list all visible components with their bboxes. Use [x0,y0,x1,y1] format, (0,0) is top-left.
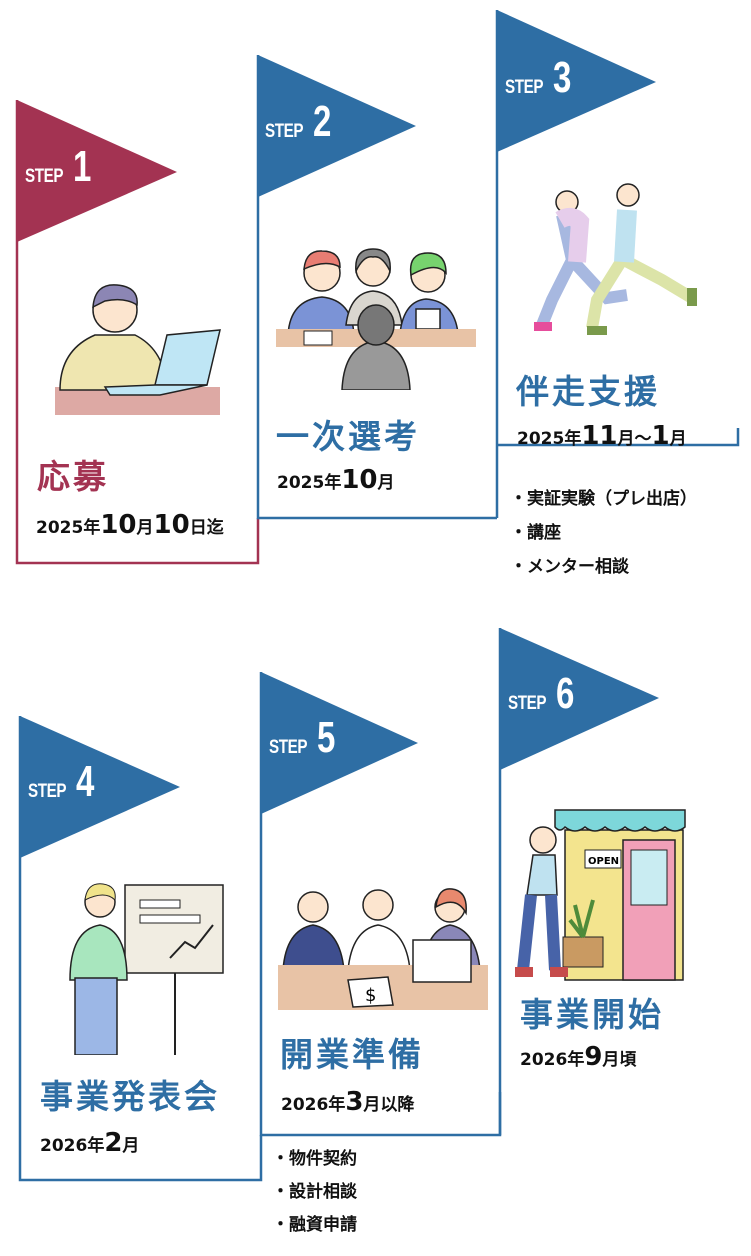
step4-frame [18,716,263,1182]
step2-date: 2025年10月 [277,465,395,495]
step5-date: 2026年3月以降 [281,1087,415,1117]
presenter-illustration [69,883,224,1055]
dollar-sign: $ [365,985,376,1006]
step4-flag [20,716,180,858]
step4-date: 2026年2月 [40,1128,140,1158]
shop-opening-illustration: OPEN [515,809,686,981]
step2-frame [256,55,497,520]
list-item: ・講座 [510,523,561,543]
step4-title: 事業発表会 [40,1077,220,1116]
meeting-illustration: $ [278,888,488,1010]
list-item: ・設計相談 [272,1182,357,1202]
person-laptop-illustration [55,284,221,415]
step3-flag [497,10,656,152]
step1-flag [17,100,177,242]
step1-frame [15,100,260,565]
step3-date: 2025年11月～1月 [517,421,687,451]
step2-flag [258,55,416,197]
step2-title: 一次選考 [276,417,420,456]
list-item: ・物件契約 [272,1149,357,1169]
step6-date: 2026年9月頃 [520,1042,637,1072]
step5-flag [261,672,418,814]
running-people-illustration [534,183,697,335]
step3-bullets: ・実証実験（プレ出店） ・講座 ・メンター相談 [510,482,697,584]
step1-title: 応募 [37,457,109,496]
step6-title: 事業開始 [520,995,664,1034]
list-item: ・メンター相談 [510,557,629,577]
step5-title: 開業準備 [280,1035,424,1074]
open-sign: OPEN [588,856,619,867]
list-item: ・実証実験（プレ出店） [510,489,697,509]
step5-bullets: ・物件契約 ・設計相談 ・融資申請 [272,1143,357,1242]
step3-title: 伴走支援 [516,372,660,411]
step6-flag [500,628,659,770]
step1-date: 2025年10月10日迄 [36,510,224,540]
list-item: ・融資申請 [272,1215,357,1235]
interview-illustration [276,248,476,390]
